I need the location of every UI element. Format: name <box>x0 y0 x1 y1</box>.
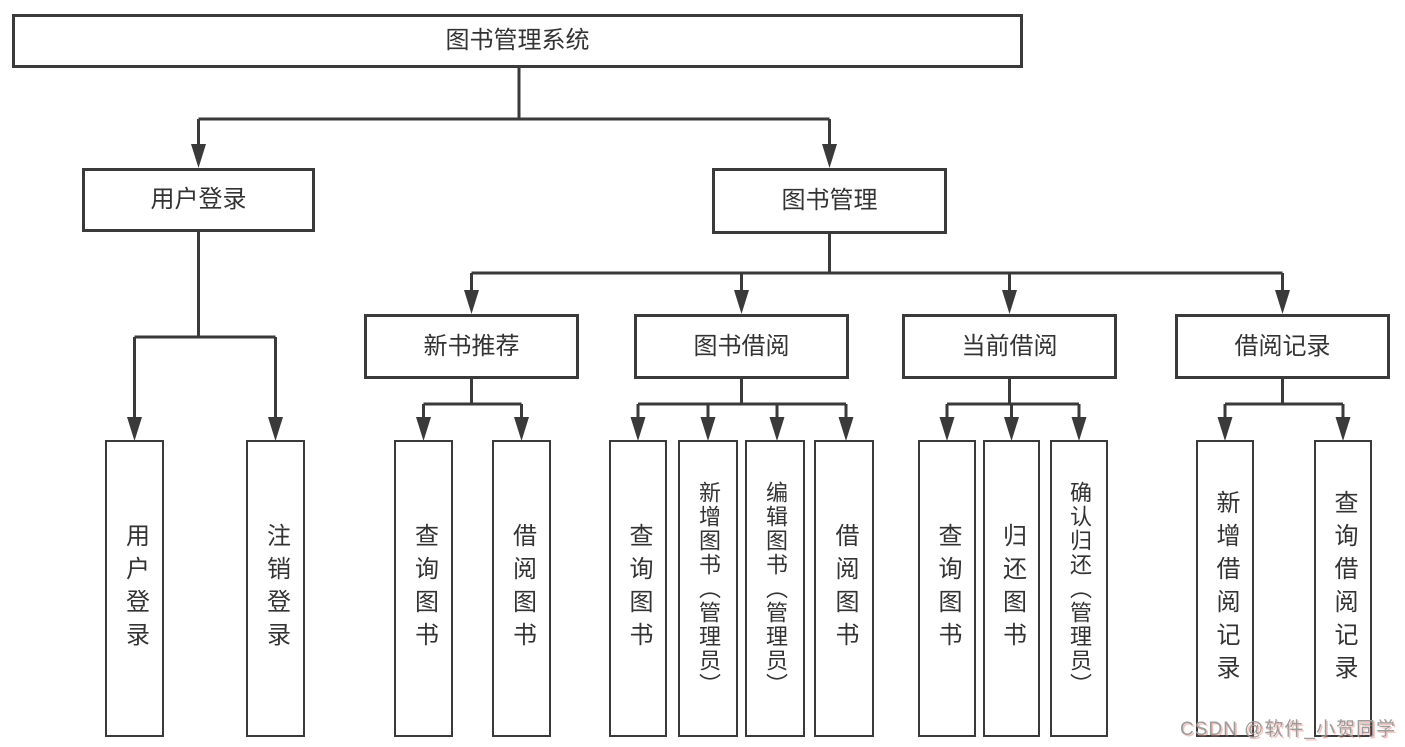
arrowhead <box>191 144 206 168</box>
leaf-query-books-recommend: 查询图书 <box>394 440 453 737</box>
arrowhead <box>1002 290 1017 314</box>
edge-book-borrowing-to-leaves <box>636 379 848 420</box>
node-label: 确认归还（管理员） <box>1067 480 1092 697</box>
node-label: 用户登录 <box>150 186 247 213</box>
leaf-logout: 注销登录 <box>246 440 305 737</box>
node-book-management: 图书管理 <box>712 168 947 234</box>
arrowhead <box>822 144 837 168</box>
node-label: 用户登录 <box>121 522 149 655</box>
leaf-add-borrow-record: 新增借阅记录 <box>1196 440 1254 737</box>
node-user-login: 用户登录 <box>82 168 315 232</box>
node-label: 查询借阅记录 <box>1330 489 1357 688</box>
leaf-query-books-borrowing: 查询图书 <box>609 440 667 737</box>
node-label: 借阅图书 <box>831 522 858 655</box>
leaf-add-books-admin: 新增图书（管理员） <box>678 440 738 737</box>
arrowhead <box>127 417 142 441</box>
node-label: 新书推荐 <box>423 332 520 360</box>
leaf-borrow-books-borrowing: 借阅图书 <box>814 440 874 737</box>
edge-root-to-level2 <box>197 68 831 147</box>
node-label: 图书管理 <box>781 187 878 214</box>
edge-borrowing-records-to-leaves <box>1223 379 1345 420</box>
csdn-watermark: CSDN @软件_小贺同学 <box>1180 719 1396 740</box>
node-label: 借阅记录 <box>1234 332 1331 360</box>
node-borrowing-records: 借阅记录 <box>1175 314 1390 379</box>
edge-user-login-to-leaves <box>133 232 277 420</box>
node-label: 注销登录 <box>262 522 290 655</box>
node-label: 编辑图书（管理员） <box>763 480 788 697</box>
node-label: 图书管理系统 <box>445 27 590 54</box>
arrowhead <box>1217 417 1233 441</box>
arrowheads <box>127 144 1351 441</box>
node-label: 查询图书 <box>410 522 438 655</box>
node-label: 归还图书 <box>998 522 1026 655</box>
arrowhead <box>838 417 854 441</box>
leaf-borrow-books-recommend: 借阅图书 <box>492 440 551 737</box>
node-label: 借阅图书 <box>508 522 536 655</box>
leaf-edit-books-admin: 编辑图书（管理员） <box>745 440 805 737</box>
leaf-user-login: 用户登录 <box>105 440 164 737</box>
arrowhead <box>1335 417 1351 441</box>
node-label: 查询图书 <box>625 522 652 655</box>
node-library-management-system: 图书管理系统 <box>12 14 1023 68</box>
edge-new-book-recommend-to-leaves <box>422 379 523 420</box>
arrowhead <box>700 417 716 441</box>
arrowhead <box>416 417 431 441</box>
leaf-query-borrow-record: 查询借阅记录 <box>1314 440 1372 737</box>
node-label: 当前借阅 <box>961 332 1058 360</box>
arrowhead <box>514 417 529 441</box>
node-current-borrowing: 当前借阅 <box>902 314 1117 379</box>
arrowhead <box>1004 417 1019 441</box>
arrowhead <box>268 417 283 441</box>
edge-current-borrowing-to-leaves <box>945 379 1081 420</box>
arrowhead <box>464 290 479 314</box>
node-new-book-recommendation: 新书推荐 <box>364 314 579 379</box>
node-book-borrowing: 图书借阅 <box>634 314 849 379</box>
edge-book-management-to-level3 <box>470 234 1284 293</box>
leaf-query-books-current: 查询图书 <box>918 440 976 737</box>
node-label: 新增借阅记录 <box>1212 489 1239 688</box>
leaf-confirm-return-admin: 确认归还（管理员） <box>1050 440 1108 737</box>
arrowhead <box>1275 290 1290 314</box>
arrowhead <box>630 417 646 441</box>
node-label: 新增图书（管理员） <box>696 480 721 697</box>
arrowhead <box>734 290 749 314</box>
node-label: 查询图书 <box>934 522 961 655</box>
tree-edges <box>133 68 1345 420</box>
arrowhead <box>939 417 955 441</box>
arrowhead <box>769 417 785 441</box>
leaf-return-books: 归还图书 <box>983 440 1040 737</box>
node-label: 图书借阅 <box>693 332 790 360</box>
arrowhead <box>1071 417 1087 441</box>
